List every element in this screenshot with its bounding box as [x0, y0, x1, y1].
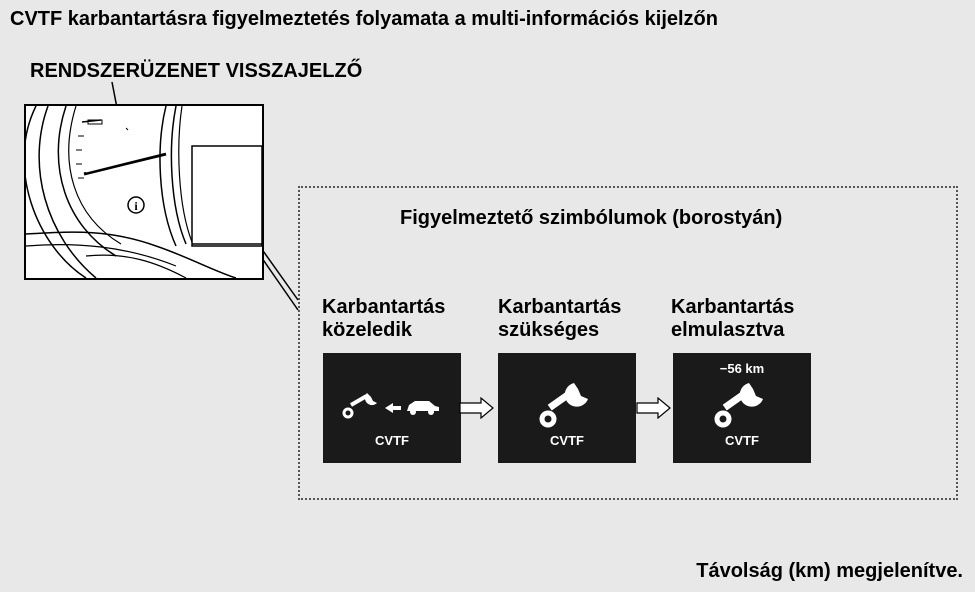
step-1-label: Karbantartás közeledik — [322, 296, 445, 342]
page-title: CVTF karbantartásra figyelmeztetés folya… — [10, 8, 718, 30]
wrench-icon — [714, 383, 763, 428]
instrument-cluster-illustration: i — [24, 104, 264, 280]
footnote: Távolság (km) megjelenítve. — [696, 560, 963, 582]
flow-arrow-1-icon — [459, 397, 494, 419]
step-1-label-line2: közeledik — [322, 319, 413, 341]
system-message-indicator-label: RENDSZERÜZENET VISSZAJELZŐ — [30, 60, 363, 82]
step-3-display: −56 km CVTF — [673, 353, 811, 463]
step-2-display: CVTF — [498, 353, 636, 463]
info-indicator-icon — [127, 196, 145, 214]
step-3-display-text: CVTF — [725, 433, 759, 448]
warning-symbols-panel — [298, 186, 958, 500]
step-1-display-text: CVTF — [375, 433, 409, 448]
step-2-label-line2: szükséges — [498, 319, 600, 341]
step-2-label: Karbantartás szükséges — [498, 296, 621, 342]
step-3-distance: −56 km — [719, 361, 765, 376]
panel-heading: Figyelmeztető szimbólumok (borostyán) — [400, 207, 783, 229]
step-3-label: Karbantartás elmulasztva — [671, 296, 794, 342]
wrench-icon — [539, 383, 588, 428]
step-3-label-line2: elmulasztva — [671, 319, 785, 341]
wrench-arrow-car-icon — [342, 393, 439, 419]
step-3-label-line1: Karbantartás — [671, 296, 795, 318]
step-2-label-line1: Karbantartás — [498, 296, 622, 318]
step-2-display-text: CVTF — [550, 433, 584, 448]
step-1-label-line1: Karbantartás — [322, 296, 446, 318]
flow-arrow-2-icon — [636, 397, 671, 419]
step-1-display: CVTF — [323, 353, 461, 463]
svg-text:i: i — [134, 199, 138, 213]
